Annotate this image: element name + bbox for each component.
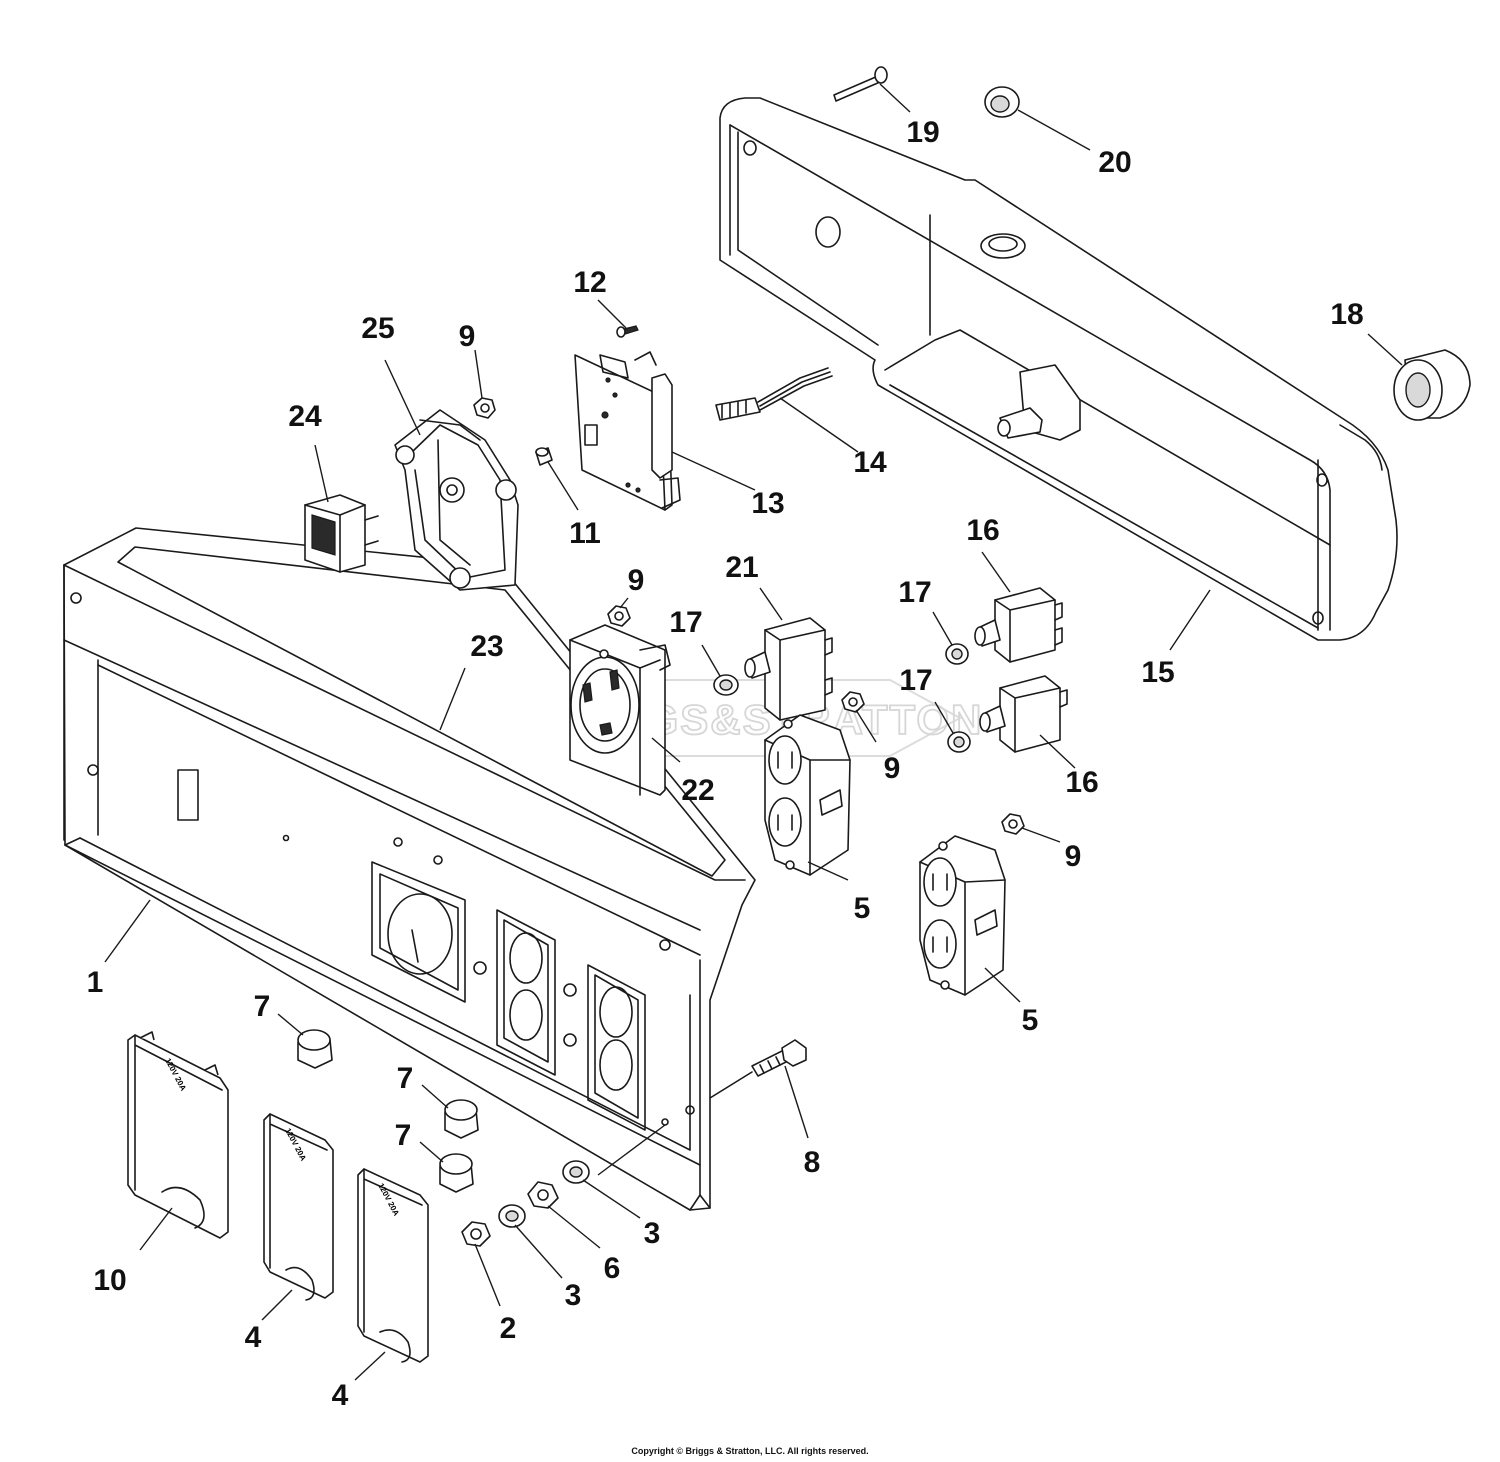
part-9-nut-b xyxy=(607,605,631,627)
callout-labels: 1 2 3 3 4 4 5 5 6 7 7 7 8 9 9 9 9 10 11 … xyxy=(87,116,1364,1412)
part-19-pin xyxy=(833,66,888,102)
part-16-circuit-breaker-a xyxy=(974,587,1063,663)
callout-3a: 3 xyxy=(565,1279,582,1312)
callout-9a: 9 xyxy=(459,320,476,353)
copyright-notice: Copyright © Briggs & Stratton, LLC. All … xyxy=(631,1446,869,1456)
callout-8: 8 xyxy=(804,1146,821,1179)
part-7-cap-c xyxy=(439,1153,474,1193)
callout-1: 1 xyxy=(87,966,104,999)
callout-9d: 9 xyxy=(1065,840,1082,873)
part-6-nut xyxy=(527,1181,559,1209)
callout-5a: 5 xyxy=(854,892,871,925)
part-9-nut-d xyxy=(1001,813,1025,835)
callout-23: 23 xyxy=(470,630,503,663)
leader-lines xyxy=(104,83,1403,1381)
callout-17c: 17 xyxy=(899,664,932,697)
callout-21: 21 xyxy=(725,551,758,584)
part-4-outlet-cover-a: 120V 20A xyxy=(263,1113,334,1301)
callout-3b: 3 xyxy=(644,1217,661,1250)
callout-18: 18 xyxy=(1330,298,1363,331)
part-5-duplex-receptacle-b xyxy=(919,835,1006,996)
callout-13: 13 xyxy=(751,487,784,520)
callout-20: 20 xyxy=(1098,146,1131,179)
callout-5b: 5 xyxy=(1022,1004,1039,1037)
callout-11: 11 xyxy=(569,517,601,550)
part-24-rocker-switch xyxy=(304,494,379,573)
part-3-washer-a xyxy=(498,1204,526,1228)
part-2-flange-nut xyxy=(461,1221,491,1247)
callout-9b: 9 xyxy=(628,564,645,597)
callout-17b: 17 xyxy=(898,576,931,609)
part-20-grommet xyxy=(984,86,1020,118)
part-9-nut-a xyxy=(473,397,496,419)
callout-22: 22 xyxy=(681,774,714,807)
part-5-duplex-receptacle-a xyxy=(764,714,851,876)
part-7-cap-b xyxy=(444,1099,479,1139)
part-18-knob xyxy=(1393,349,1471,421)
callout-14: 14 xyxy=(853,446,887,479)
callout-12: 12 xyxy=(573,266,606,299)
callout-7b: 7 xyxy=(397,1062,414,1095)
callout-16a: 16 xyxy=(966,514,999,547)
part-16-circuit-breaker-b xyxy=(979,675,1068,753)
part-10-outlet-cover: 120V 20A xyxy=(127,1031,229,1239)
part-4-outlet-cover-b: 120V 20A xyxy=(357,1168,429,1363)
callout-17a: 17 xyxy=(669,606,702,639)
part-3-washer-b xyxy=(562,1160,590,1184)
part-15-control-housing xyxy=(719,97,1398,641)
callout-16b: 16 xyxy=(1065,766,1098,799)
part-14-wire-harness xyxy=(715,367,833,421)
part-11-spacer xyxy=(535,447,553,466)
callout-19: 19 xyxy=(906,116,939,149)
callout-2: 2 xyxy=(500,1312,517,1345)
part-8-bolt xyxy=(709,1039,807,1099)
callout-7c: 7 xyxy=(395,1119,412,1152)
part-21-circuit-breaker xyxy=(744,617,833,721)
part-17-washer-b xyxy=(945,643,969,665)
callout-24: 24 xyxy=(288,400,322,433)
callout-4b: 4 xyxy=(332,1379,349,1412)
part-25-bracket xyxy=(394,409,519,591)
callout-15: 15 xyxy=(1141,656,1174,689)
callout-4a: 4 xyxy=(245,1321,262,1354)
callout-10: 10 xyxy=(93,1264,126,1297)
callout-9c: 9 xyxy=(884,752,901,785)
part-22-locking-receptacle xyxy=(569,624,671,796)
callout-25: 25 xyxy=(361,312,394,345)
part-17-washer-a xyxy=(713,674,739,696)
part-17-washer-c xyxy=(947,731,971,753)
part-13-circuit-board xyxy=(574,351,681,511)
part-7-cap-a xyxy=(297,1029,333,1069)
part-9-nut-c xyxy=(841,691,865,713)
callout-6: 6 xyxy=(604,1252,621,1285)
part-12-screw xyxy=(616,325,639,338)
callout-7a: 7 xyxy=(254,990,271,1023)
